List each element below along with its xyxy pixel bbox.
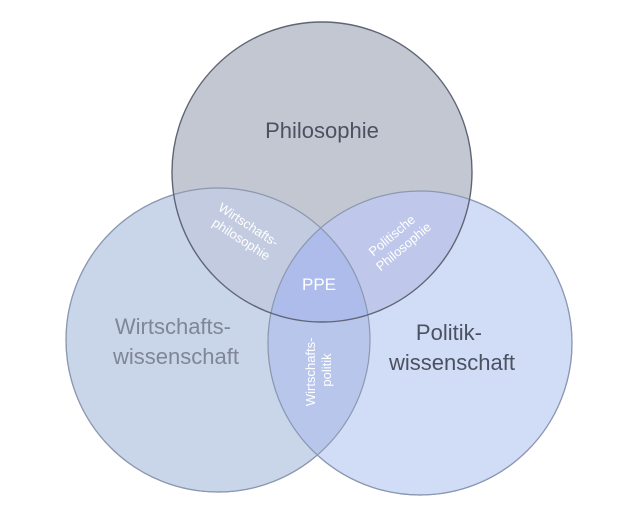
label-center: PPE xyxy=(302,275,336,294)
label-economics-line2: wissenschaft xyxy=(112,344,239,369)
label-politics-line2: wissenschaft xyxy=(388,350,515,375)
label-econ-pol-line1: Wirtschafts- xyxy=(303,338,318,407)
outline-economics xyxy=(65,187,371,493)
label-philosophy: Philosophie xyxy=(265,118,379,143)
label-politics: Politik- wissenschaft xyxy=(388,320,515,375)
label-economics-line1: Wirtschafts- xyxy=(115,314,231,339)
intersection-center xyxy=(268,191,370,322)
outline-philosophy xyxy=(171,21,473,323)
label-econ-pol: Wirtschafts- politik xyxy=(303,334,334,406)
outline-politics xyxy=(267,190,573,496)
label-econ-pol-line2: politik xyxy=(319,353,334,387)
label-economics: Wirtschafts- wissenschaft xyxy=(112,314,239,369)
label-politics-line1: Politik- xyxy=(416,320,482,345)
